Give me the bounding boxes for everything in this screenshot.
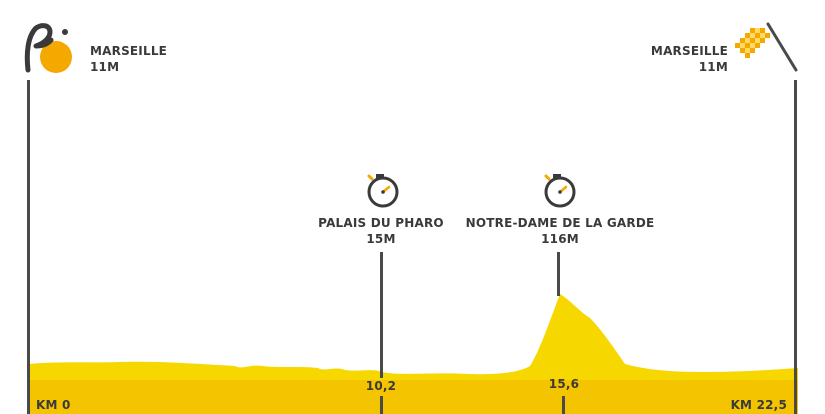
checkpoint-pole-notredame [557,252,560,296]
checkpoint-altitude-pharo: 15M [366,232,396,246]
tour-de-france-logo-icon [24,23,72,73]
checkpoint-km-notredame: 15,6 [548,377,580,391]
finish-name: MARSEILLE [650,44,728,58]
elevation-profile-base-band [28,380,798,414]
start-pole [27,80,30,414]
checkpoint-altitude-notredame: 116M [541,232,579,246]
stopwatch-icon [367,174,399,208]
stopwatch-icon [544,174,576,208]
checkpoint-km-pharo: 10,2 [365,379,397,393]
finish-altitude: 11M [698,60,728,74]
start-altitude: 11M [90,60,120,74]
checkpoint-pole-pharo-lower [380,396,383,414]
checkpoint-pole-pharo [380,252,383,378]
finish-pole [794,80,797,414]
checkpoint-pole-notredame-lower [562,396,565,414]
start-name: MARSEILLE [90,44,168,58]
finish-km-label: KM 22,5 [730,398,787,412]
checkpoint-name-notredame: NOTRE-DAME DE LA GARDE [465,216,655,230]
start-km-label: KM 0 [36,398,71,412]
checkered-finish-flag-icon [735,22,798,72]
checkpoint-name-pharo: PALAIS DU PHARO [318,216,444,230]
